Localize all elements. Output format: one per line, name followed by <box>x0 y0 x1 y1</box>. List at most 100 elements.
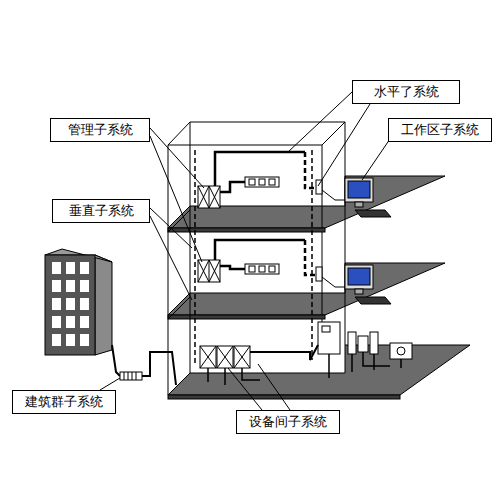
callout-box: 管理子系统 <box>50 118 150 142</box>
workstation <box>348 181 370 198</box>
equipment-room <box>200 322 412 385</box>
equipment-room <box>200 346 216 368</box>
patch-cord <box>322 277 348 287</box>
equipment-room <box>208 352 401 385</box>
equipment-room <box>318 322 340 354</box>
telecom-closet <box>198 186 220 282</box>
leader-line <box>318 104 370 186</box>
horizontal-cable <box>220 182 245 192</box>
workstation <box>345 178 391 304</box>
building-frame <box>168 122 345 395</box>
telecom-closet <box>198 186 220 208</box>
equipment-room <box>234 346 250 368</box>
leader-line <box>150 136 202 262</box>
campus-building <box>66 334 75 346</box>
horizontal-cable <box>215 152 305 186</box>
campus-building <box>52 334 61 346</box>
patch-cord <box>322 190 348 200</box>
workstation <box>348 268 370 285</box>
campus-building <box>45 255 95 355</box>
telecom-closet <box>198 260 220 282</box>
leader-line <box>150 128 204 188</box>
campus-building <box>80 316 89 328</box>
campus-building <box>80 262 89 274</box>
backbone-riser <box>195 150 312 365</box>
workstation <box>355 202 363 207</box>
equipment-room <box>250 345 318 360</box>
patch-panel <box>259 179 265 185</box>
wall-outlet <box>316 267 322 281</box>
patch-panel <box>269 266 275 272</box>
equipment-room <box>217 346 233 368</box>
floor-slab <box>168 315 325 319</box>
campus-building <box>52 262 61 274</box>
patch-cord <box>322 190 348 287</box>
campus-building <box>80 298 89 310</box>
campus-building <box>52 298 61 310</box>
equipment-room <box>322 326 330 332</box>
leader-line <box>150 216 192 300</box>
equipment-room <box>234 346 250 368</box>
patch-panel <box>249 179 255 185</box>
backbone-riser <box>194 150 196 365</box>
callout-box: 设备间子系统 <box>236 410 340 434</box>
floor-slab <box>168 176 470 399</box>
horizontal-cable <box>220 266 245 269</box>
campus-cable <box>124 372 136 380</box>
wall-outlet <box>316 180 322 194</box>
floor-slab <box>168 228 325 232</box>
equipment-room <box>358 336 368 352</box>
telecom-closet <box>198 260 220 282</box>
building-frame <box>168 122 345 395</box>
campus-cable <box>112 345 120 376</box>
campus-cable <box>112 345 176 385</box>
leader-line <box>228 368 262 410</box>
campus-building <box>52 262 89 346</box>
callout-box: 垂直子系统 <box>52 199 150 223</box>
callout-label: 工作区子系统 <box>401 122 479 138</box>
campus-building <box>52 316 61 328</box>
floor-slab <box>168 395 400 399</box>
campus-building <box>52 280 61 292</box>
workstation <box>345 265 373 289</box>
workstation <box>355 210 391 217</box>
campus-building <box>45 249 112 355</box>
wall-outlet <box>316 180 322 281</box>
building-frame <box>168 210 190 319</box>
equipment-room <box>370 332 378 354</box>
leader-line <box>288 92 352 152</box>
campus-building <box>80 334 89 346</box>
campus-cable <box>142 352 176 385</box>
building-frame <box>168 122 345 145</box>
campus-building <box>95 255 112 355</box>
campus-building <box>66 316 75 328</box>
campus-cable <box>120 372 142 380</box>
campus-building <box>66 280 75 292</box>
patch-panel <box>245 264 279 274</box>
callout-label: 垂直子系统 <box>69 203 134 219</box>
horizontal-cable <box>215 240 305 260</box>
callout-box: 水平了系统 <box>352 80 460 104</box>
equipment-room <box>390 343 412 359</box>
equipment-room <box>200 346 216 368</box>
callout-label: 管理子系统 <box>68 122 133 138</box>
callout-box: 建筑群子系统 <box>12 390 116 414</box>
workstation <box>355 289 363 294</box>
equipment-room <box>217 346 233 368</box>
floor-slab <box>168 176 445 228</box>
campus-building <box>66 298 75 310</box>
leader-line <box>362 136 392 180</box>
callout-label: 建筑群子系统 <box>25 394 103 410</box>
callout-label: 水平了系统 <box>374 84 439 100</box>
patch-panel <box>249 266 255 272</box>
horizontal-cable <box>215 152 318 275</box>
callout-label: 设备间子系统 <box>249 414 327 430</box>
callout-box: 工作区子系统 <box>388 118 492 142</box>
patch-panel <box>245 177 279 187</box>
campus-building <box>80 280 89 292</box>
equipment-room <box>348 332 356 354</box>
workstation <box>355 297 391 304</box>
equipment-room <box>397 347 405 355</box>
patch-panel <box>269 179 275 185</box>
